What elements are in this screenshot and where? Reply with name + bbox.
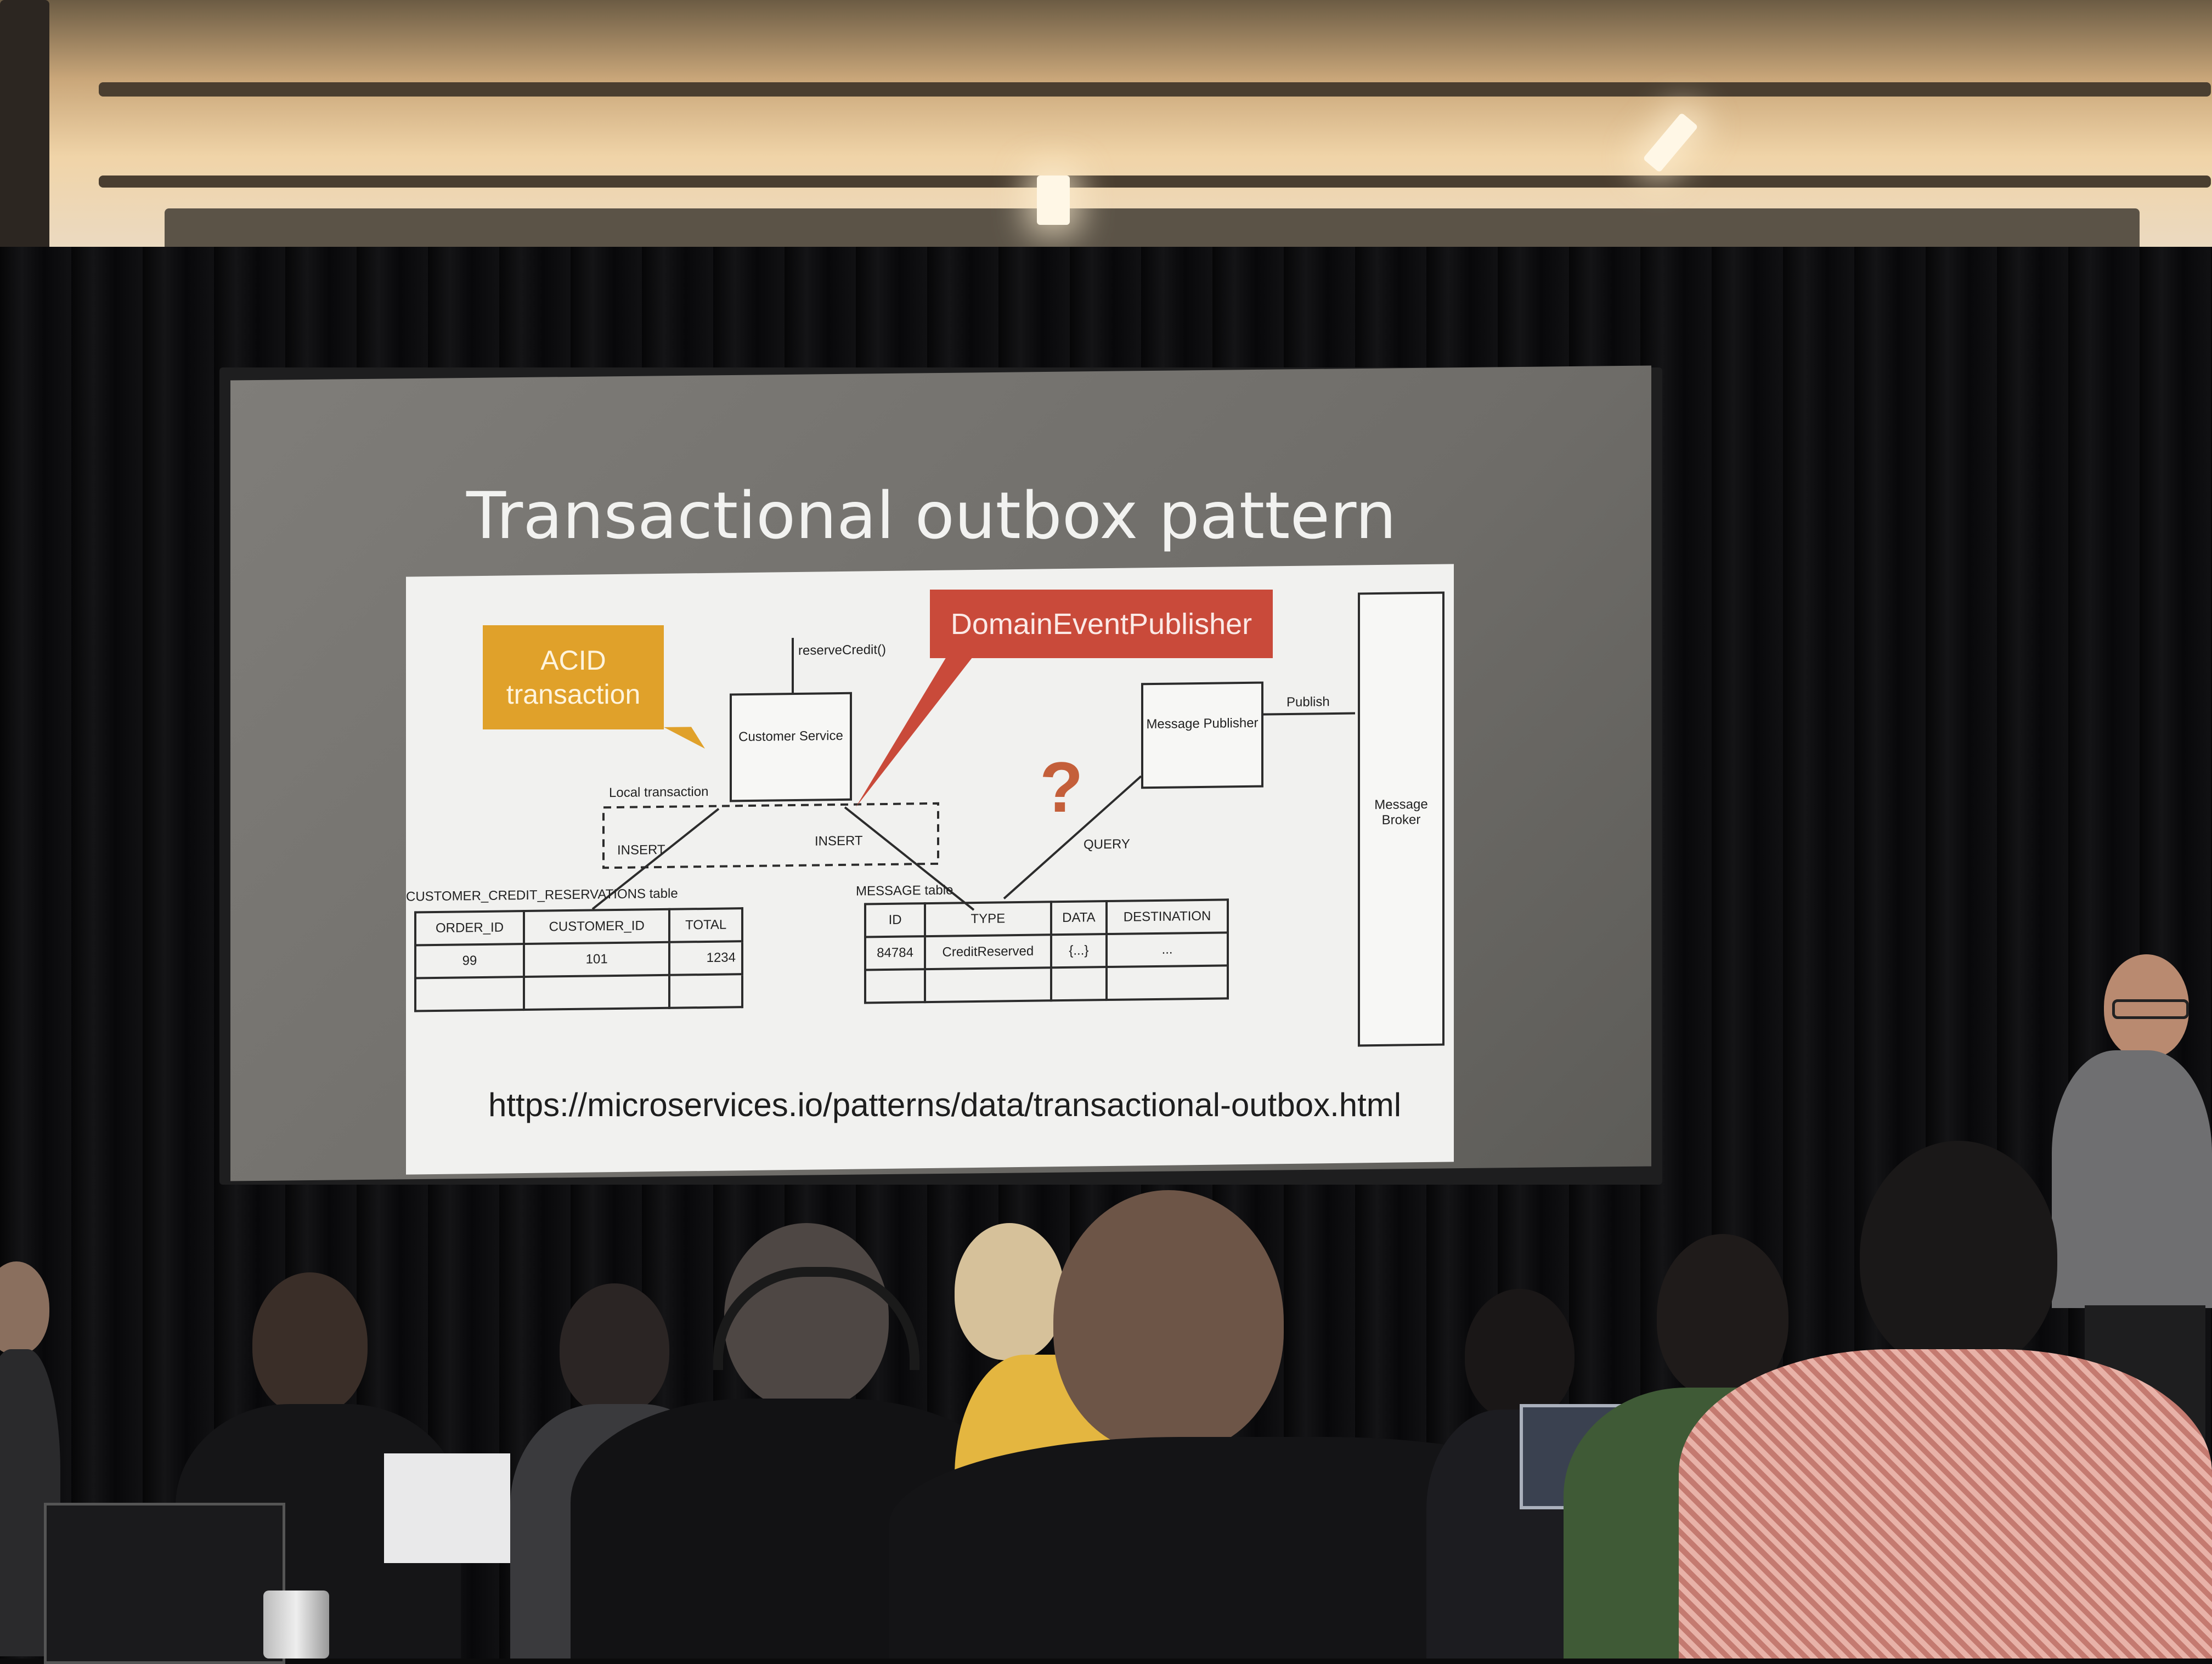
message-table-caption: MESSAGE table — [856, 882, 953, 899]
ceiling-pipe — [99, 82, 2211, 97]
table-row — [865, 965, 1228, 1003]
table-header-cell: ID — [865, 903, 926, 937]
table-cell: 1234 — [669, 941, 742, 975]
table-cell: 84784 — [865, 936, 926, 970]
table-header-cell: CUSTOMER_ID — [524, 909, 670, 944]
reserve-credit-label: reserveCredit() — [798, 642, 887, 658]
acid-transaction-callout: ACID transaction — [483, 625, 664, 729]
table-row: ORDER_ID CUSTOMER_ID TOTAL — [415, 908, 742, 946]
table-row — [415, 974, 742, 1011]
publisher-callout-pointer — [856, 652, 977, 807]
table-cell: 99 — [415, 944, 524, 978]
message-publisher-box: Message Publisher — [1141, 681, 1263, 789]
glasses-icon — [2112, 999, 2189, 1019]
credit-reservations-table: ORDER_ID CUSTOMER_ID TOTAL 99 101 1234 — [414, 907, 743, 1012]
table-header-cell: TOTAL — [669, 908, 742, 942]
message-broker-label: Message Broker — [1374, 796, 1428, 828]
table-cell: 101 — [524, 942, 670, 977]
customer-service-label: Customer Service — [738, 728, 843, 745]
insert-left-label: INSERT — [617, 842, 665, 858]
insert-right-arrow — [844, 806, 975, 911]
message-table: ID TYPE DATA DESTINATION 84784 CreditRes… — [864, 898, 1229, 1004]
message-publisher-label: Message Publisher — [1146, 715, 1259, 732]
table-cell: ... — [1107, 932, 1228, 967]
wall-pillar — [0, 0, 49, 285]
table-row: 84784 CreditReserved {...} ... — [865, 932, 1228, 970]
query-arrow — [1003, 775, 1142, 899]
diagram-arrows — [591, 638, 1355, 911]
audience-member — [1679, 1141, 2212, 1659]
laptop — [44, 1503, 285, 1664]
table-header-cell: TYPE — [925, 902, 1051, 937]
table-row: 99 101 1234 — [415, 941, 742, 978]
message-broker-box: Message Broker — [1358, 591, 1444, 1047]
query-label: QUERY — [1084, 836, 1130, 852]
publish-arrow — [1259, 712, 1355, 716]
publish-label: Publish — [1286, 694, 1330, 710]
insert-right-label: INSERT — [815, 833, 863, 849]
speaker-hoodie — [2052, 1050, 2212, 1308]
soda-can — [263, 1591, 329, 1659]
laptop-screen — [384, 1453, 510, 1563]
table-cell: CreditReserved — [925, 935, 1051, 970]
ceiling-pipe — [99, 176, 2211, 188]
plaid-shirt — [1679, 1349, 2212, 1659]
slide-title: Transactional outbox pattern — [466, 478, 1397, 553]
domain-event-publisher-callout: DomainEventPublisher — [930, 590, 1273, 658]
question-mark: ? — [1040, 747, 1084, 827]
slide-url: https://microservices.io/patterns/data/t… — [488, 1086, 1402, 1123]
local-transaction-boundary — [602, 802, 939, 869]
table-header-cell: DATA — [1051, 901, 1107, 935]
insert-left-arrow — [591, 808, 720, 910]
table-header-cell: DESTINATION — [1107, 899, 1228, 935]
ceiling-light — [1037, 176, 1070, 225]
table-row: ID TYPE DATA DESTINATION — [865, 899, 1228, 937]
acid-callout-pointer — [664, 727, 705, 749]
table-header-cell: ORDER_ID — [415, 911, 524, 946]
table-cell: {...} — [1051, 934, 1107, 968]
speaker-head — [2104, 954, 2189, 1059]
customer-service-box: Customer Service — [730, 692, 852, 802]
local-transaction-label: Local transaction — [609, 784, 709, 801]
architecture-diagram: reserveCredit() Customer Service Local t… — [406, 564, 1454, 1175]
